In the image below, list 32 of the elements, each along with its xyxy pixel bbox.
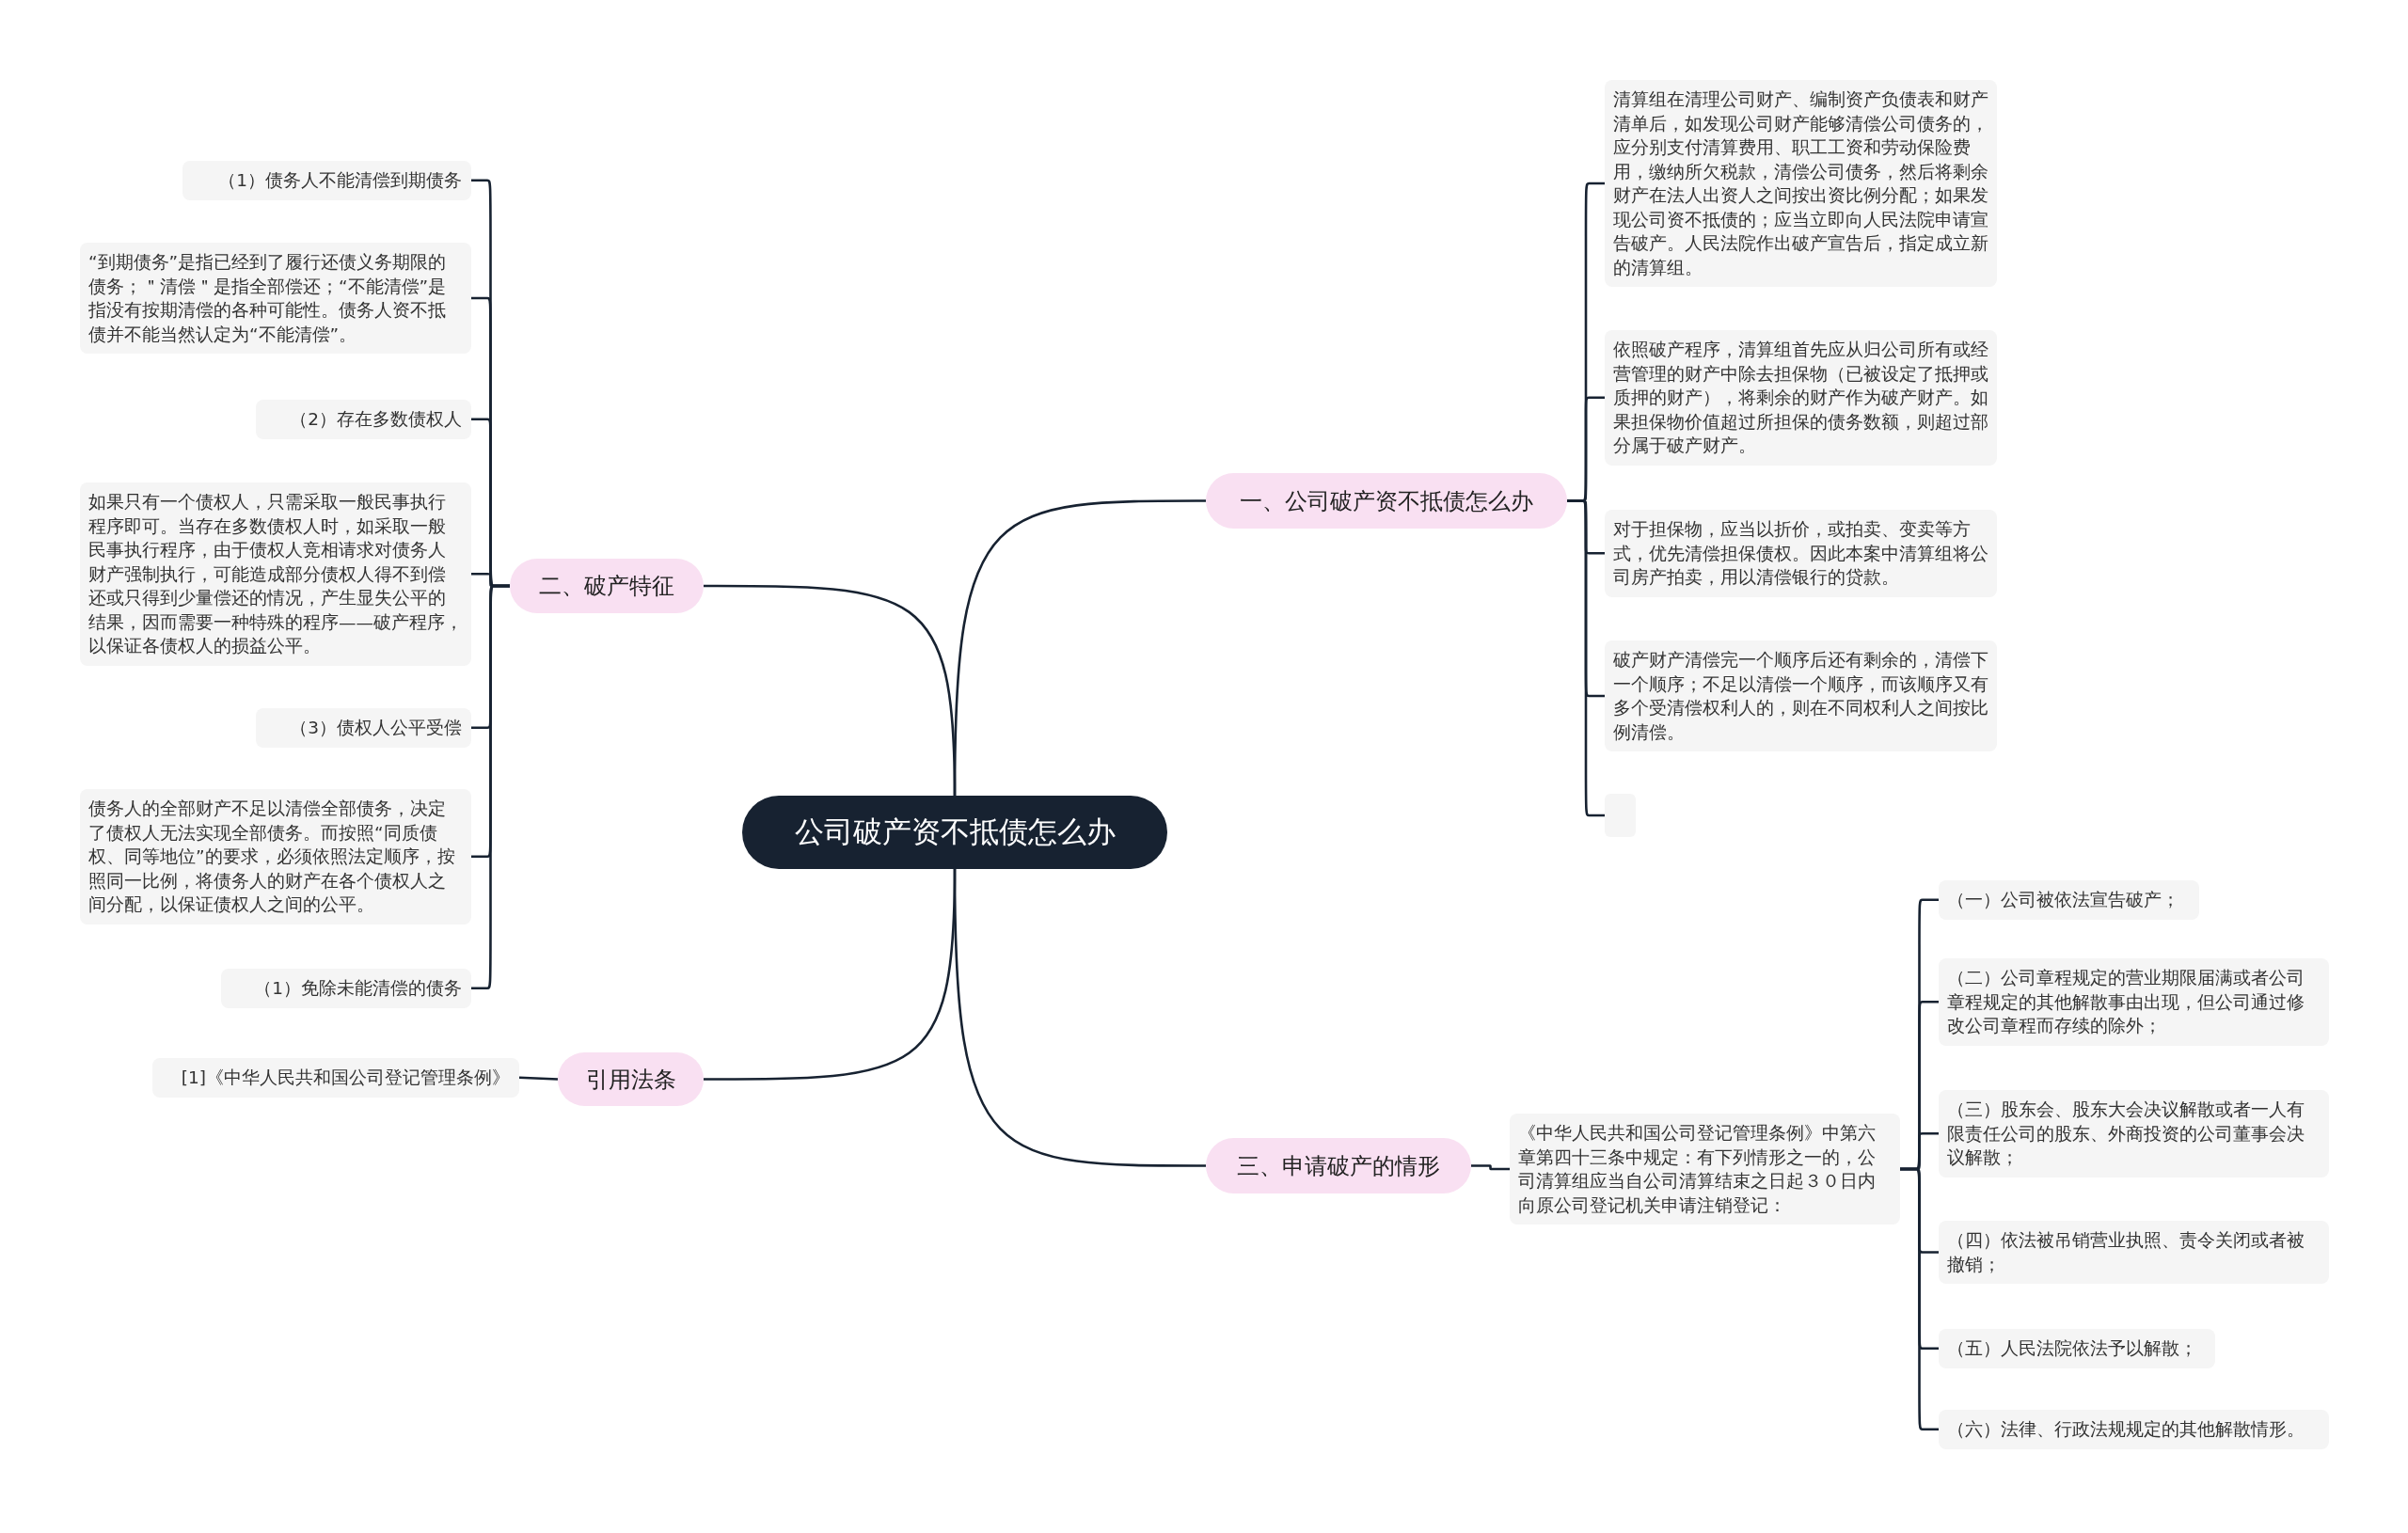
text-card: （四）依法被吊销营业执照、责令关闭或者被撤销； [1939, 1221, 2329, 1284]
connector-line [518, 1076, 559, 1081]
text-card: 《中华人民共和国公司登记管理条例》中第六章第四十三条中规定：有下列情形之一的，公司清算组应当自公司清算结束之日起３０日内向原公司登记机关申请注销登记： [1510, 1114, 1900, 1225]
topic-pill: 一、公司破产资不抵债怎么办 [1206, 473, 1567, 529]
text-card: 破产财产清偿完一个顺序后还有剩余的，清偿下一个顺序；不足以清偿一个顺序，而该顺序又有多个受清偿权利人的，则在不同权利人之间按比例清偿。 [1605, 640, 1997, 751]
text-card: （3）债权人公平受偿 [256, 708, 471, 748]
text-card: 依照破产程序，清算组首先应从归公司所有或经营管理的财产中除去担保物（已被设定了抵押或质押的财产），将剩余的财产作为破产财产。如果担保物价值超过所担保的债务数额，则超过部分属于破产财产。 [1605, 330, 1997, 466]
text-card: 如果只有一个债权人，只需采取一般民事执行程序即可。当存在多数债权人时，如采取一般民事执行程序，由于债权人竞相请求对债务人财产强制执行，可能造成部分债权人得不到偿还或只得到少量偿还的情况，产生显失公平的结果，因而需要一种特殊的程序——破产程序，以保证各债权人的损益公平。 [80, 482, 471, 666]
empty-box [1605, 794, 1636, 837]
text-card: （六）法律、行政法规规定的其他解散情形。 [1939, 1410, 2329, 1449]
text-card: （三）股东会、股东大会决议解散或者一人有限责任公司的股东、外商投资的公司董事会决议解散； [1939, 1090, 2329, 1177]
topic-pill: 二、破产特征 [510, 559, 704, 613]
text-card: （五）人民法院依法予以解散； [1939, 1329, 2215, 1368]
text-card: 对于担保物，应当以折价，或拍卖、变卖等方式，优先清偿担保债权。因此本案中清算组将公司房产拍卖，用以清偿银行的贷款。 [1605, 510, 1997, 597]
text-card: （1）债务人不能清偿到期债务 [182, 161, 471, 200]
text-card: （二）公司章程规定的营业期限届满或者公司章程规定的其他解散事由出现，但公司通过修改公司章程而存续的除外； [1939, 958, 2329, 1046]
text-card: 债务人的全部财产不足以清偿全部债务，决定了债权人无法实现全部债务。而按照“同质债权、同等地位”的要求，必须依照法定顺序，按照同一比例，将债务人的财产在各个债权人之间分配，以保证债权人之间的公平。 [80, 789, 471, 925]
topic-pill: 三、申请破产的情形 [1206, 1138, 1471, 1193]
text-card: 清算组在清理公司财产、编制资产负债表和财产清单后，如发现公司财产能够清偿公司债务的，应分别支付清算费用、职工工资和劳动保险费用，缴纳所欠税款，清偿公司债务，然后将剩余财产在法人出资人之间按出资比例分配；如果发现公司资不抵债的；应当立即向人民法院申请宣告破产。人民法院作出破产宣告后，指定成立新的清算组。 [1605, 80, 1997, 287]
text-card: [1]《中华人民共和国公司登记管理条例》 [152, 1058, 519, 1098]
connector-line [1471, 1164, 1510, 1171]
topic-pill: 引用法条 [558, 1052, 704, 1106]
connector-line [1567, 499, 1605, 817]
connector-line [953, 869, 1206, 1167]
central-topic: 公司破产资不抵债怎么办 [742, 796, 1167, 869]
text-card: （1）免除未能清偿的债务 [221, 969, 471, 1008]
text-card: （一）公司被依法宣告破产； [1939, 880, 2199, 920]
connector-line [704, 584, 957, 797]
connector-line [1900, 1167, 1939, 1431]
text-card: （2）存在多数债权人 [256, 400, 471, 439]
connector-line [471, 584, 510, 990]
text-card: “到期债务”是指已经到了履行还债义务期限的债务；＂清偿＂是指全部偿还；“不能清偿”是指没有按期清偿的各种可能性。债务人资不抵债并不能当然认定为“不能清偿”。 [80, 243, 471, 354]
